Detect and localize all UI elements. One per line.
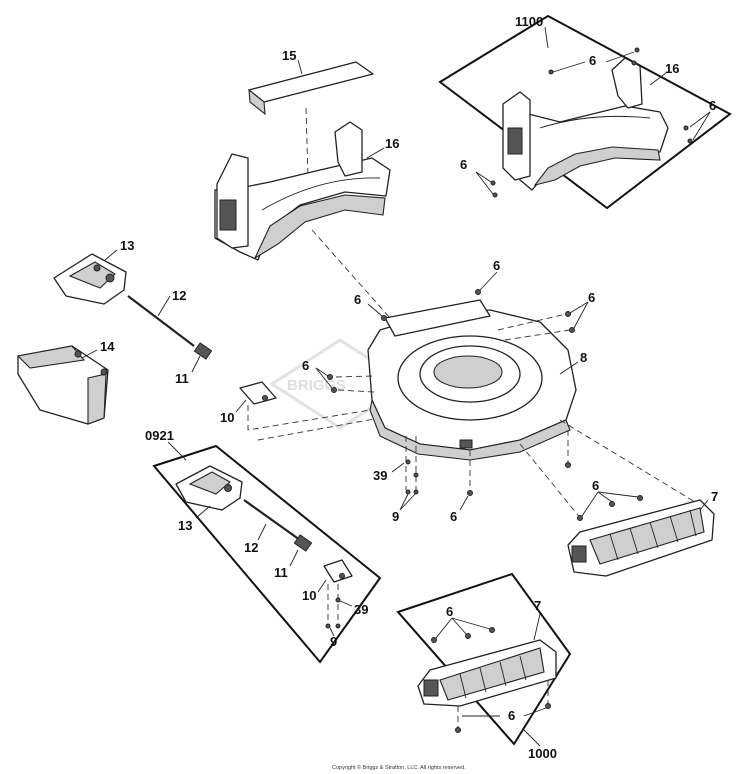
part-6-upper-right-label: 6 bbox=[588, 290, 595, 305]
kit-1000-part-6-bottom-label: 6 bbox=[508, 708, 515, 723]
kit-1100-group: 1100 16 6 6 6 bbox=[438, 14, 732, 210]
kit-1100-part-6-right-label: 6 bbox=[709, 98, 716, 113]
kit-1100-label: 1100 bbox=[515, 14, 543, 29]
kit-1100-part-6-left-label: 6 bbox=[460, 157, 467, 172]
part-6-upper-left-label: 6 bbox=[354, 292, 361, 307]
part-10-bracket: 10 bbox=[220, 381, 277, 425]
part-12-label: 12 bbox=[172, 288, 186, 303]
kit-0921-part-13-label: 13 bbox=[178, 518, 192, 533]
kit-1000-group: 1000 6 7 6 bbox=[396, 572, 572, 761]
part-7-flap: 6 7 bbox=[519, 419, 718, 577]
part-6-flap-label: 6 bbox=[592, 478, 599, 493]
watermark-text: BRIGGS bbox=[287, 377, 346, 394]
part-15-plate: 15 bbox=[248, 48, 374, 116]
kit-0921-part-12-label: 12 bbox=[244, 540, 258, 555]
kit-0921-part-9-label: 9 bbox=[330, 634, 337, 649]
part-9-label: 9 bbox=[392, 509, 399, 524]
kit-0921-group: 0921 13 12 11 10 39 9 bbox=[145, 428, 382, 664]
kit-1000-part-7-label: 7 bbox=[534, 598, 541, 613]
part-16-housing: 16 bbox=[214, 121, 399, 261]
kit-0921-label: 0921 bbox=[145, 428, 174, 443]
part-13-handle: 13 bbox=[53, 238, 134, 305]
copyright-text: Copyright © Briggs & Stratton, LLC. All … bbox=[332, 764, 466, 771]
kit-1100-box bbox=[438, 14, 732, 210]
part-14-label: 14 bbox=[100, 339, 115, 354]
kit-0921-part-10-label: 10 bbox=[302, 588, 316, 603]
part-8-deck: 8 bbox=[367, 299, 587, 461]
part-11-label: 11 bbox=[175, 371, 189, 386]
part-14-chute: 14 bbox=[16, 339, 115, 425]
part-8-label: 8 bbox=[580, 350, 587, 365]
part-11-spring: 11 bbox=[175, 342, 213, 386]
part-13-label: 13 bbox=[120, 238, 134, 253]
kit-1100-housing bbox=[502, 57, 669, 191]
part-16-label: 16 bbox=[385, 136, 399, 151]
part-10-label: 10 bbox=[220, 410, 234, 425]
kit-1100-part-6-top-label: 6 bbox=[589, 53, 596, 68]
part-7-label: 7 bbox=[711, 489, 718, 504]
kit-1000-part-6-top-label: 6 bbox=[446, 604, 453, 619]
part-6-top-label: 6 bbox=[493, 258, 500, 273]
part-15-label: 15 bbox=[282, 48, 296, 63]
kit-1100-part-16-label: 16 bbox=[665, 61, 679, 76]
kit-0921-part-11-label: 11 bbox=[274, 565, 288, 580]
kit-0921-part-39-label: 39 bbox=[354, 602, 368, 617]
kit-1000-label: 1000 bbox=[528, 746, 557, 761]
deck-bolts: 39 9 6 bbox=[373, 436, 473, 524]
kit-0921-box bbox=[152, 444, 382, 664]
part-39-label: 39 bbox=[373, 468, 387, 483]
part-6-lower-label: 6 bbox=[450, 509, 457, 524]
part-12-rod: 12 bbox=[127, 288, 195, 347]
part-6-left-label: 6 bbox=[302, 358, 309, 373]
deck-fasteners: 6 6 6 6 bbox=[302, 258, 595, 393]
